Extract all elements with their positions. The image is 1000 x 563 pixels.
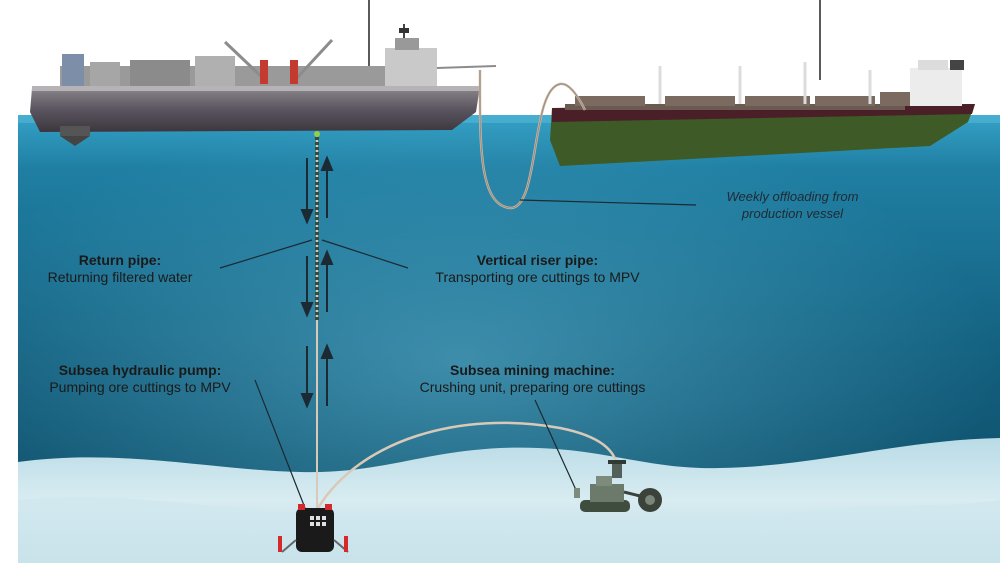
hydraulic-pump-desc: Pumping ore cuttings to MPV <box>49 379 231 395</box>
label-vertical-riser-pipe: Vertical riser pipe: Transporting ore cu… <box>410 252 665 286</box>
label-weekly-offloading: Weekly offloading from production vessel <box>700 188 885 222</box>
arrow-up-icon <box>320 249 334 312</box>
seabed-ridge <box>18 497 1000 563</box>
arrow-down-icon <box>300 158 314 225</box>
label-return-pipe: Return pipe: Returning filtered water <box>35 252 205 286</box>
sea-surface-band <box>18 115 1000 123</box>
arrow-down-icon <box>300 346 314 409</box>
return-pipe-title: Return pipe: <box>78 252 162 268</box>
hydraulic-pump-title: Subsea hydraulic pump: <box>58 362 222 378</box>
production-vessel-icon <box>30 24 497 146</box>
riser-top-connector <box>314 131 320 137</box>
offloading-line-2: production vessel <box>741 206 844 221</box>
mining-machine-desc: Crushing unit, preparing ore cuttings <box>419 379 646 395</box>
offloading-line-1: Weekly offloading from <box>726 189 859 204</box>
riser-pipe-title: Vertical riser pipe: <box>476 252 599 268</box>
return-pipe-desc: Returning filtered water <box>47 269 193 285</box>
flow-arrows <box>300 155 334 409</box>
label-subsea-hydraulic-pump: Subsea hydraulic pump: Pumping ore cutti… <box>35 362 245 396</box>
mining-crawler-icon <box>574 460 662 512</box>
riser-pipe-desc: Transporting ore cuttings to MPV <box>435 269 640 285</box>
machine-connection-hose <box>316 421 620 509</box>
arrow-up-icon <box>320 343 334 406</box>
arrow-up-icon <box>320 155 334 218</box>
subsea-pump-icon <box>278 504 349 553</box>
mining-machine-title: Subsea mining machine: <box>450 362 615 378</box>
leader-lines <box>219 199 697 509</box>
arrow-down-icon <box>300 256 314 318</box>
offloading-hose-core <box>479 69 586 209</box>
label-subsea-mining-machine: Subsea mining machine: Crushing unit, pr… <box>400 362 665 396</box>
bulk-carrier-icon <box>550 60 975 166</box>
